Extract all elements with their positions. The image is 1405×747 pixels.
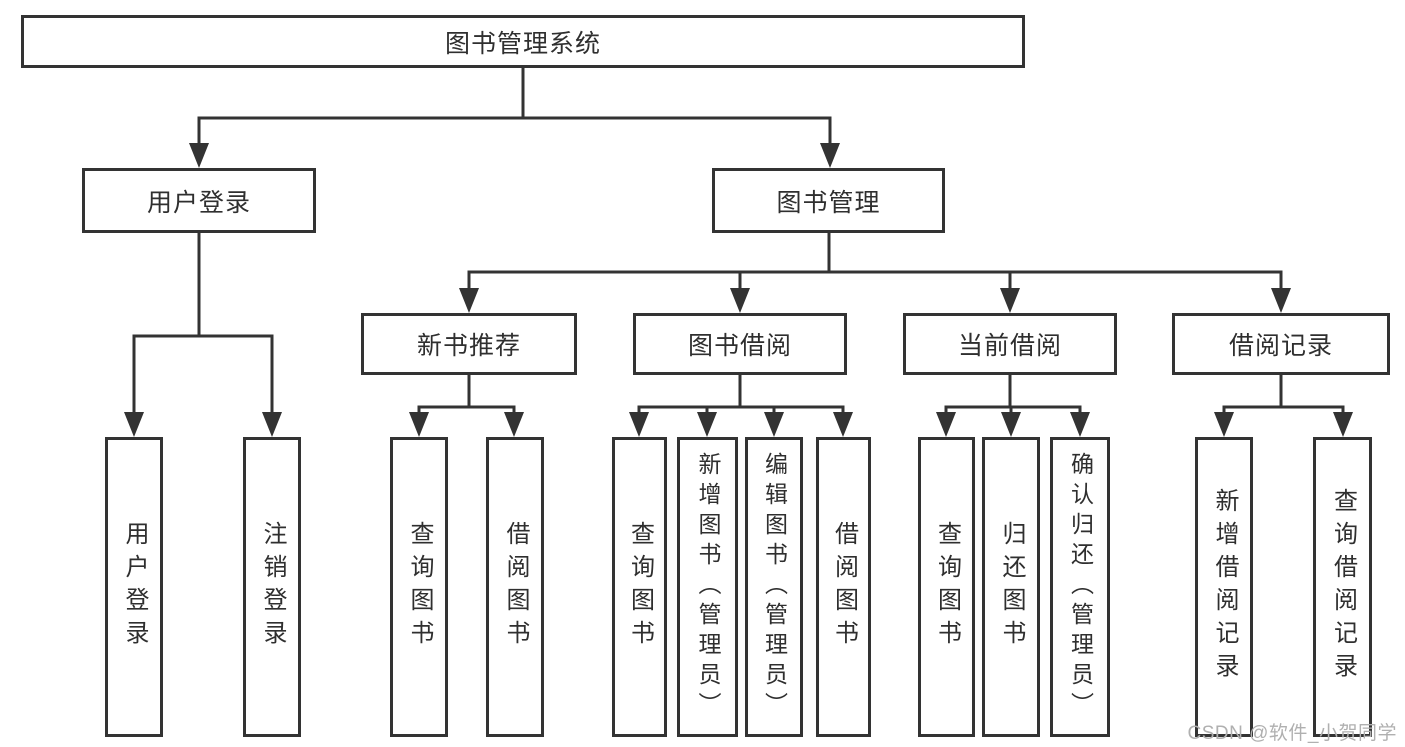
node-label: 确认归还（管理员）	[1067, 452, 1094, 722]
node-borrow-records: 借阅记录	[1172, 313, 1390, 375]
node-label: 新增图书（管理员）	[695, 452, 721, 722]
node-leaf-user-login: 用户登录	[105, 437, 163, 737]
node-leaf-search-books: 查询图书	[390, 437, 448, 737]
node-label: 用户登录	[121, 521, 148, 653]
node-book-borrow: 图书借阅	[633, 313, 847, 375]
node-leaf-logout: 注销登录	[243, 437, 301, 737]
node-current-borrow: 当前借阅	[903, 313, 1117, 375]
node-leaf-search-books-3: 查询图书	[918, 437, 975, 737]
node-label: 新增借阅记录	[1211, 488, 1238, 686]
node-label: 用户登录	[146, 188, 251, 217]
node-new-book-recommend: 新书推荐	[361, 313, 577, 375]
node-label: 归还图书	[998, 521, 1025, 653]
node-label: 查询图书	[626, 521, 654, 653]
node-label: 图书管理系统	[444, 29, 601, 58]
node-leaf-confirm-return-admin: 确认归还（管理员）	[1050, 437, 1110, 737]
node-label: 注销登录	[259, 521, 286, 653]
node-leaf-add-borrow-record: 新增借阅记录	[1195, 437, 1253, 737]
node-label: 查询图书	[933, 521, 961, 653]
node-label: 借阅图书	[502, 521, 529, 653]
node-label: 查询图书	[406, 521, 433, 653]
node-root-library-system: 图书管理系统	[21, 15, 1025, 68]
node-user-login: 用户登录	[82, 168, 316, 233]
node-label: 当前借阅	[957, 332, 1062, 360]
node-label: 新书推荐	[416, 332, 521, 360]
node-leaf-return-books: 归还图书	[982, 437, 1040, 737]
node-label: 借阅记录	[1228, 332, 1333, 360]
node-label: 查询借阅记录	[1329, 488, 1357, 686]
node-leaf-search-borrow-record: 查询借阅记录	[1313, 437, 1372, 737]
node-leaf-search-books-2: 查询图书	[612, 437, 667, 737]
node-book-management: 图书管理	[712, 168, 945, 233]
node-leaf-borrow-books: 借阅图书	[486, 437, 544, 737]
node-label: 编辑图书（管理员）	[761, 452, 788, 722]
csdn-watermark: CSDN @软件_小贺同学	[1187, 723, 1397, 744]
node-leaf-borrow-books-2: 借阅图书	[816, 437, 871, 737]
node-label: 借阅图书	[830, 521, 858, 653]
node-label: 图书借阅	[687, 332, 792, 360]
node-leaf-add-books-admin: 新增图书（管理员）	[677, 437, 738, 737]
node-leaf-edit-books-admin: 编辑图书（管理员）	[745, 437, 803, 737]
node-label: 图书管理	[776, 188, 881, 217]
